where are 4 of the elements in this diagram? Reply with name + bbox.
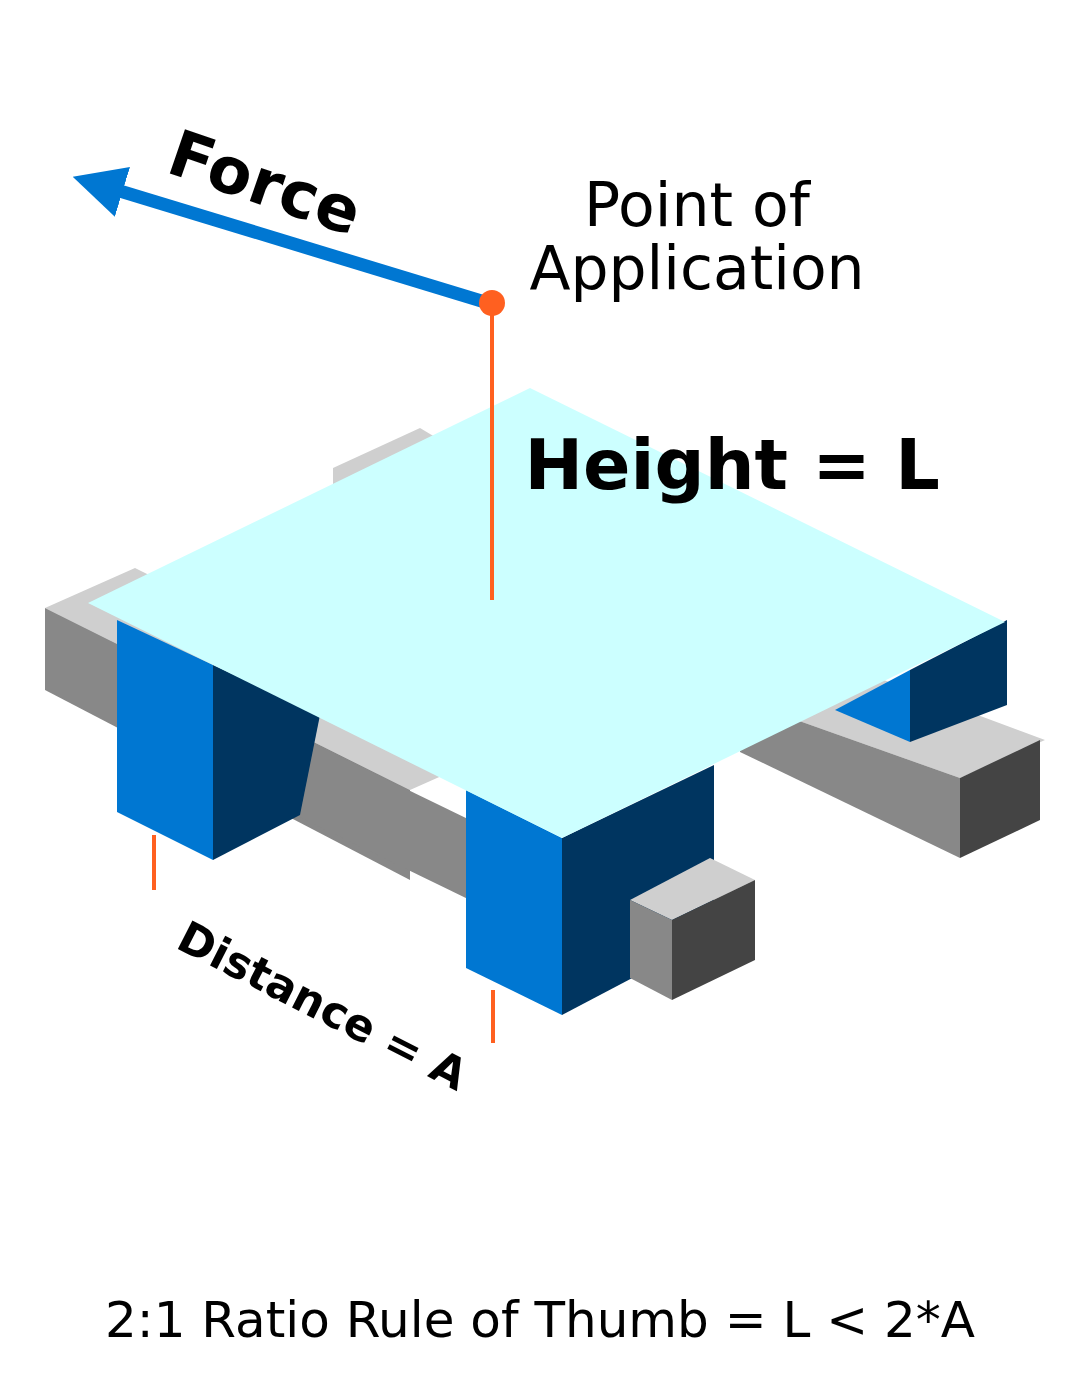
point-label: Point of Application — [528, 174, 866, 300]
caption: 2:1 Ratio Rule of Thumb = L < 2*A — [105, 1291, 976, 1349]
force-label: Force — [159, 115, 371, 251]
height-label: Height = L — [524, 424, 940, 506]
